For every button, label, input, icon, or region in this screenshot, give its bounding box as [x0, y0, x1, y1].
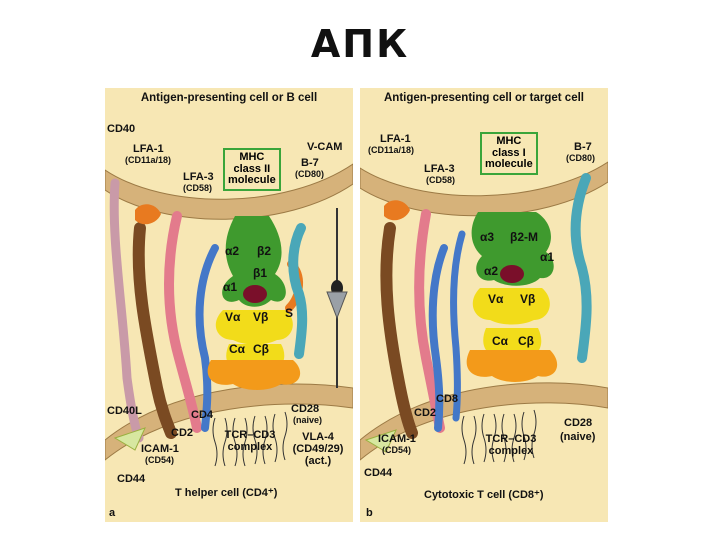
apc-membrane — [360, 161, 608, 217]
domain-ca: Cα — [229, 342, 246, 356]
tcr-variable — [215, 310, 293, 345]
label-tcr-cd3: TCR–CD3 — [224, 429, 276, 441]
label-cd44: CD44 — [364, 467, 393, 479]
domain-b2m: β2-M — [510, 230, 538, 244]
lfa1-head — [384, 200, 410, 221]
label-cd28: CD28 — [291, 403, 320, 415]
label-tcr-complex: complex — [227, 441, 273, 453]
cd8-molecule — [450, 230, 466, 422]
lfa1-molecule — [132, 222, 177, 439]
panel-a-letter: a — [109, 507, 116, 519]
diagram-panel-b: Antigen-presenting cell or target cell M… — [360, 88, 608, 522]
label-lfa3: LFA-3 — [424, 163, 455, 175]
domain-alpha2: α2 — [484, 264, 499, 278]
domain-va: Vα — [488, 292, 504, 306]
domain-cb: Cβ — [518, 334, 534, 348]
vla4-cone — [326, 291, 348, 320]
panel-a-footer: T helper cell (CD4⁺) — [175, 487, 278, 499]
diagram-panel-a: Antigen-presenting cell or B cell MHC cl… — [105, 88, 353, 522]
label-cd28-sub: (naive) — [293, 415, 323, 425]
label-icam1-sub: (CD54) — [382, 445, 412, 455]
domain-beta1: β1 — [253, 266, 267, 280]
cd40-molecule — [109, 178, 144, 443]
apc-membrane — [105, 163, 353, 220]
label-lfa1-sub: (CD11a/18) — [368, 145, 415, 155]
label-cd8: CD8 — [436, 393, 459, 405]
label-vcam: V-CAM — [307, 141, 343, 153]
icam1-molecule — [113, 427, 146, 451]
domain-alpha3: α3 — [480, 230, 495, 244]
label-lfa1: LFA-1 — [380, 133, 411, 145]
panel-b-illustration — [360, 161, 608, 465]
mhc-box-line-1: MHC — [239, 151, 265, 163]
lfa1-molecule — [380, 222, 418, 439]
cytoplasmic-tails — [212, 411, 288, 467]
label-b7-sub: (CD80) — [295, 169, 325, 179]
domain-s: S — [285, 306, 294, 320]
mhc-box-line-3: molecule — [485, 158, 533, 171]
cd2-molecule — [195, 244, 219, 432]
label-lfa3: LFA-3 — [183, 171, 214, 183]
lfa3-molecule — [164, 211, 202, 433]
slide-title: АПК — [310, 22, 410, 66]
label-icam1: ICAM-1 — [141, 443, 179, 455]
label-cd4: CD4 — [191, 409, 214, 421]
domain-vb: Vβ — [253, 310, 269, 324]
label-cd40l: CD40L — [107, 405, 142, 417]
label-vla4-act: (act.) — [304, 455, 332, 467]
peptide — [500, 265, 524, 283]
mhc-class-ii-box: MHC class II molecule — [223, 148, 281, 191]
mhc-class-i-box: MHC class I molecule — [480, 132, 538, 175]
b7-molecule — [288, 223, 308, 359]
label-cd2: CD2 — [414, 407, 437, 419]
label-cd40: CD40 — [107, 123, 136, 135]
mhc-box-line-2: class II — [233, 162, 271, 175]
cytoplasmic-tails — [461, 409, 537, 465]
label-tcr-complex: complex — [488, 445, 534, 457]
domain-va: Vα — [225, 310, 241, 324]
label-b7-sub: (CD80) — [566, 153, 596, 163]
icam1-molecule — [364, 429, 397, 453]
tcr-variable — [472, 288, 550, 325]
label-cd28-sub: (naive) — [560, 431, 596, 443]
cd3-complex — [466, 350, 558, 382]
lfa1-head — [135, 204, 161, 225]
mhc-box-line-2: class I — [492, 146, 526, 159]
panel-a-header: Antigen-presenting cell or B cell — [140, 92, 318, 104]
panel-b-footer: Cytotoxic T cell (CD8⁺) — [424, 489, 544, 501]
panel-b-header: Antigen-presenting cell or target cell — [383, 92, 584, 104]
label-lfa3-sub: (CD58) — [183, 183, 213, 193]
label-b7: B-7 — [574, 141, 592, 153]
label-lfa1: LFA-1 — [133, 143, 164, 155]
label-cd2: CD2 — [171, 427, 194, 439]
panel-a-illustration — [105, 163, 353, 467]
label-cd28: CD28 — [564, 417, 593, 429]
domain-alpha1: α1 — [540, 250, 555, 264]
domain-alpha2: α2 — [225, 244, 240, 258]
label-lfa1-sub: (CD11a/18) — [125, 155, 172, 165]
domain-alpha1: α1 — [223, 280, 238, 294]
domain-cb: Cβ — [253, 342, 269, 356]
mhc-class-i — [471, 212, 554, 286]
cd2-molecule — [428, 244, 448, 432]
domain-ca: Cα — [492, 334, 509, 348]
mhc-box-line-1: MHC — [496, 135, 522, 147]
label-tcr-cd3: TCR–CD3 — [485, 433, 537, 445]
peptide — [243, 285, 267, 303]
panel-b-letter: b — [366, 507, 373, 519]
domain-vb: Vβ — [520, 292, 536, 306]
b7-molecule — [570, 173, 592, 363]
label-icam1-sub: (CD54) — [145, 455, 175, 465]
mhc-class-ii — [222, 216, 286, 307]
label-lfa3-sub: (CD58) — [426, 175, 456, 185]
label-cd44: CD44 — [117, 473, 146, 485]
label-vla4: VLA-4 — [302, 431, 334, 443]
mhc-box-line-3: molecule — [228, 174, 276, 187]
label-vla4-sub: (CD49/29) — [292, 443, 344, 455]
domain-beta2: β2 — [257, 244, 271, 258]
cd3-complex — [207, 360, 301, 390]
label-b7: B-7 — [301, 157, 319, 169]
label-icam1: ICAM-1 — [378, 433, 416, 445]
